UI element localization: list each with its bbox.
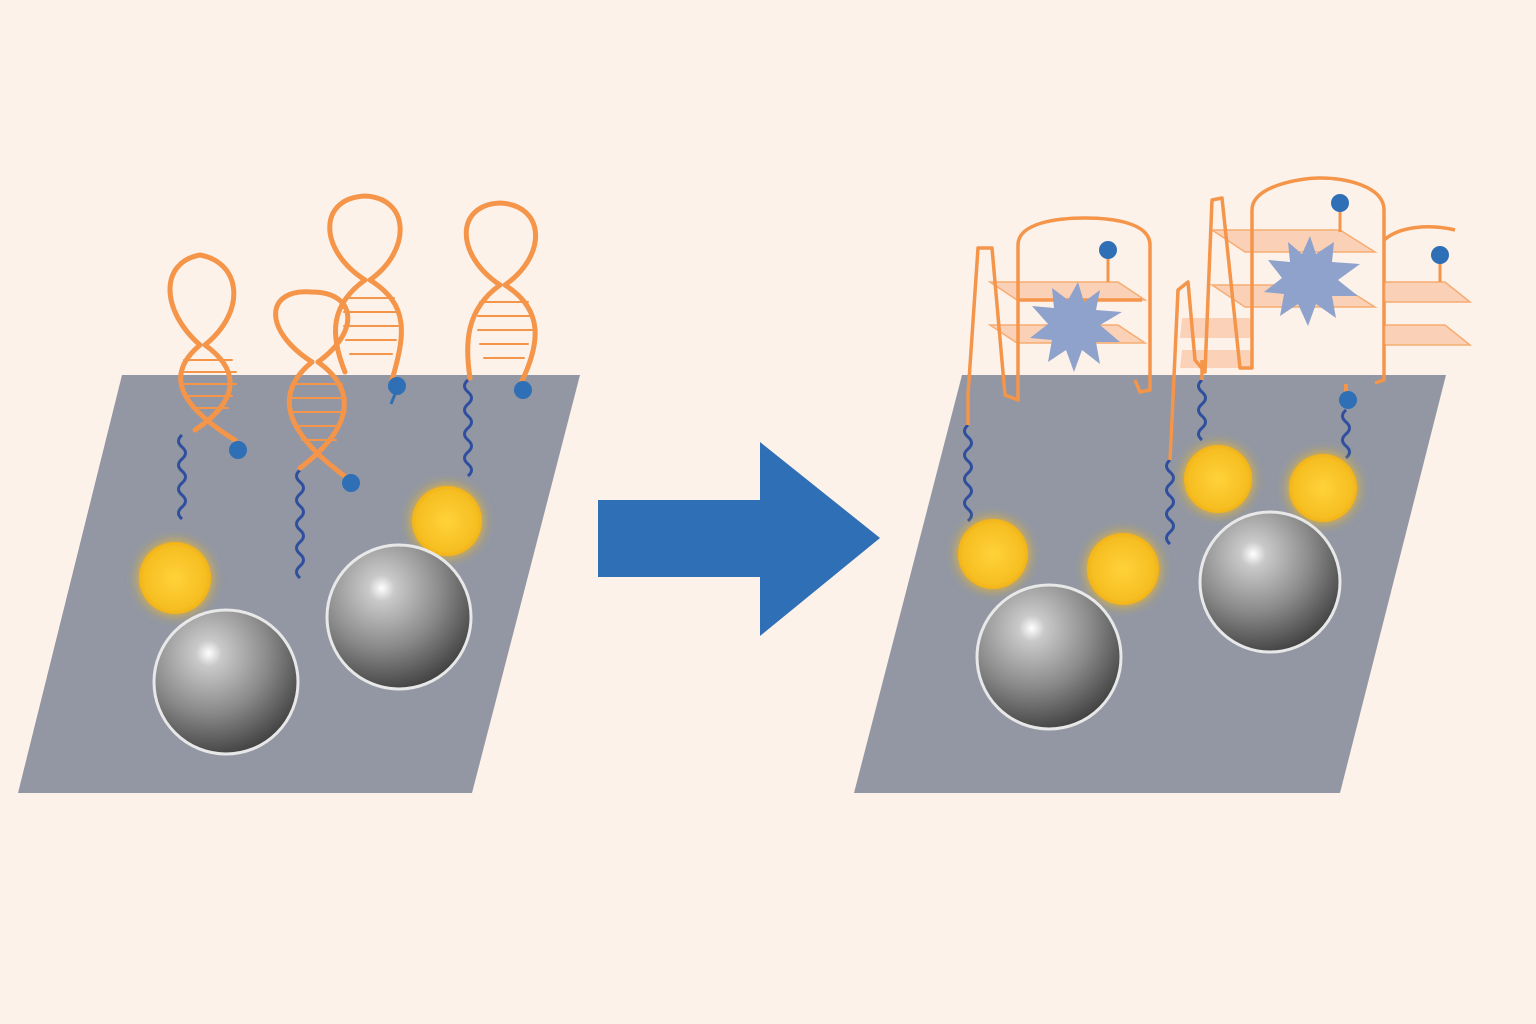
magnetic-bead: [1198, 510, 1342, 654]
gold-nanoparticle: [1087, 533, 1159, 605]
hairpin-probe-4: [463, 200, 539, 388]
tag-dot: [342, 474, 360, 492]
gold-nanoparticle: [958, 519, 1028, 589]
magnetic-bead: [975, 583, 1123, 731]
hairpin-probe-3: [327, 193, 404, 383]
gold-nanoparticle: [1289, 454, 1357, 522]
g-quadruplex-a: [966, 216, 1152, 425]
gold-nanoparticle: [139, 542, 211, 614]
tag-dot: [1431, 246, 1449, 264]
linker-before-3: [463, 378, 473, 478]
g-quadruplex-c: [1382, 225, 1473, 346]
gold-nanoparticle: [1184, 445, 1252, 513]
linker-before-2: [295, 468, 305, 580]
magnetic-bead: [325, 543, 473, 691]
g-quadruplex-b: [1168, 176, 1386, 461]
target-molecule: [1264, 236, 1360, 326]
tag-dot: [1339, 391, 1357, 409]
linker-after-1: [963, 423, 973, 523]
surface-before: [18, 375, 580, 793]
tag-dot: [1099, 241, 1117, 259]
process-arrow: [598, 442, 880, 636]
panel-before: [18, 193, 580, 793]
tag-dot: [514, 381, 532, 399]
hairpin-probe-2: [273, 289, 353, 483]
tag-dot: [1331, 194, 1349, 212]
linker-after-2: [1165, 458, 1175, 546]
linker-after-4: [1341, 408, 1351, 460]
magnetic-bead: [152, 608, 300, 756]
linker-after-3: [1197, 378, 1207, 442]
target-molecule: [1030, 282, 1122, 372]
tag-dot: [229, 441, 247, 459]
hairpin-probe-1: [167, 252, 238, 443]
panel-after: [854, 176, 1473, 793]
tag-dot: [388, 377, 406, 395]
linker-before-1: [177, 433, 187, 521]
gold-nanoparticle: [412, 486, 482, 556]
